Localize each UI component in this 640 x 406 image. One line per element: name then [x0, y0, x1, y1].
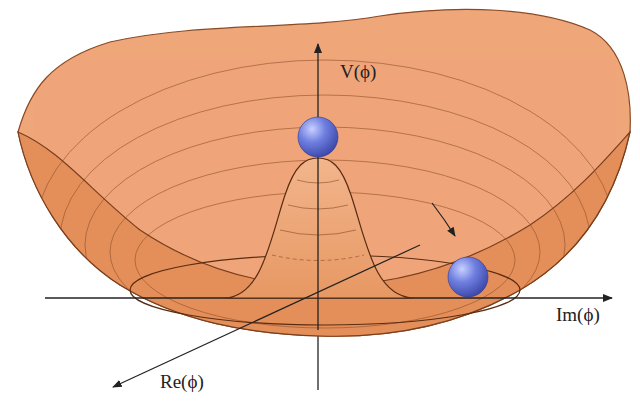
axis-label: Re(ϕ) — [160, 372, 204, 393]
ball-top — [298, 117, 338, 157]
central-hump — [225, 158, 413, 298]
axis-label: V(ϕ) — [340, 62, 376, 83]
ball-minimum — [448, 257, 488, 297]
axis-label: Im(ϕ) — [556, 305, 600, 326]
v-axis — [317, 330, 318, 390]
v-axis-upper — [317, 44, 318, 330]
bowl — [18, 9, 630, 336]
roll-arrow — [432, 203, 455, 236]
re-axis — [113, 245, 420, 387]
bowl-front — [18, 132, 630, 336]
contour-lines — [35, 60, 615, 406]
